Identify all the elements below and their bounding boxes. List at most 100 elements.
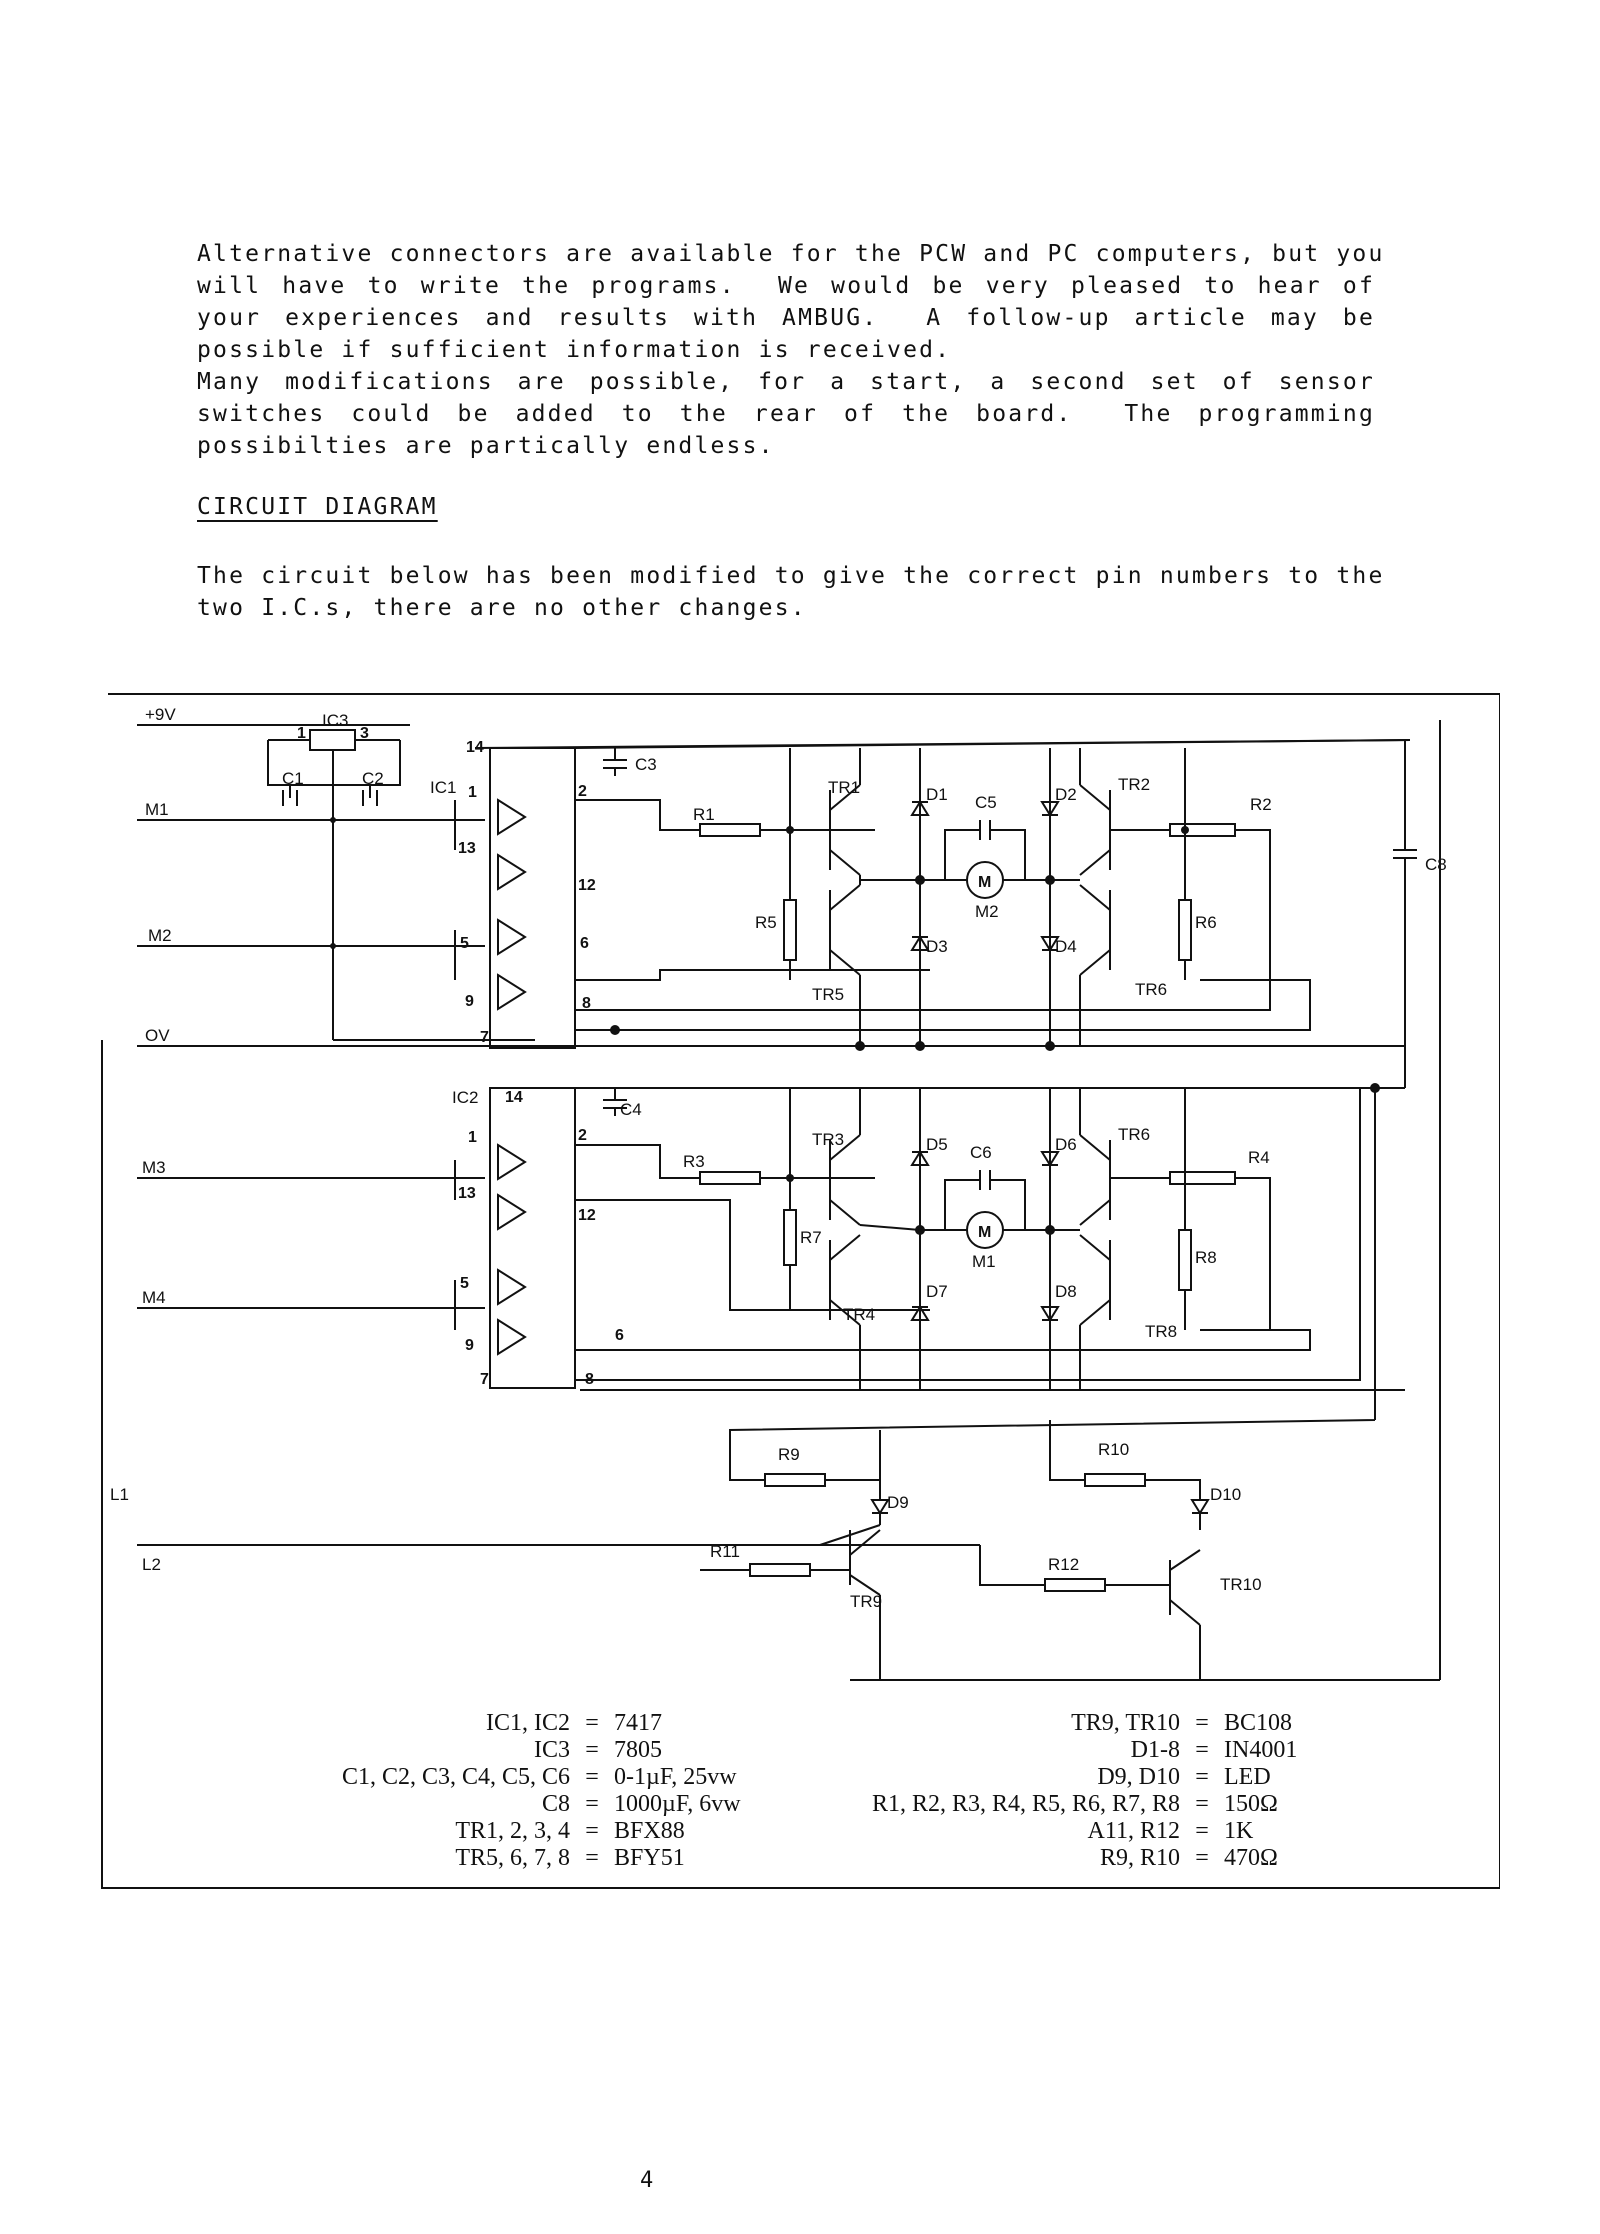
part-value: 150Ω <box>1224 1791 1278 1817</box>
label-tr2: TR2 <box>1118 775 1150 794</box>
label-c5: C5 <box>975 793 997 812</box>
parts-list-left: IC1, IC2=7417 IC3=7805 C1, C2, C3, C4, C… <box>270 1710 741 1872</box>
pin-ic1-14: 14 <box>466 739 484 756</box>
transistor-tr10 <box>1169 1549 1201 1680</box>
label-d8: D8 <box>1055 1282 1077 1301</box>
pin-ic3-3: 3 <box>360 725 369 742</box>
equals-sign: = <box>1195 1818 1209 1844</box>
equals-sign: = <box>585 1818 599 1844</box>
part-value: 0-1µF, 25vw <box>614 1764 737 1790</box>
label-l2: L2 <box>142 1555 161 1574</box>
ic1-gate-1 <box>497 798 527 836</box>
label-d10: D10 <box>1210 1485 1241 1504</box>
label-motor-symbol: M <box>978 1224 991 1241</box>
transistor-tr1 <box>829 748 861 876</box>
pin-ic1-9: 9 <box>465 993 474 1010</box>
part-label: TR9, TR10 <box>1071 1710 1180 1736</box>
diode-d2 <box>1040 801 1060 817</box>
label-r10: R10 <box>1098 1440 1129 1459</box>
label-r12: R12 <box>1048 1555 1079 1574</box>
label-m1: M1 <box>145 800 169 819</box>
parts-row: R9, R10=470Ω <box>780 1845 1297 1872</box>
label-c3: C3 <box>635 755 657 774</box>
ic1-gate-2 <box>497 853 527 891</box>
part-label: TR5, 6, 7, 8 <box>455 1845 570 1871</box>
text-line: two I.C.s, there are no other changes. <box>197 595 807 621</box>
transistor-tr5 <box>829 884 861 1046</box>
label-tr6: TR6 <box>1135 980 1167 999</box>
part-label: D1-8 <box>1130 1737 1180 1763</box>
label-ic3: IC3 <box>322 711 348 730</box>
part-value: BFY51 <box>614 1845 685 1871</box>
parts-row: D9, D10=LED <box>780 1764 1297 1791</box>
ic2-gate-4 <box>497 1318 527 1356</box>
label-r9: R9 <box>778 1445 800 1464</box>
label-c4: C4 <box>620 1100 642 1119</box>
parts-list-right: TR9, TR10=BC108 D1-8=IN4001 D9, D10=LED … <box>780 1710 1297 1872</box>
text-line: possibilties are partically endless. <box>197 433 775 459</box>
equals-sign: = <box>1195 1737 1209 1763</box>
text-line: Many modifications are possible, for a s… <box>197 369 1375 395</box>
pin-ic2-6: 6 <box>615 1327 624 1344</box>
transistor-tr2 <box>1079 748 1111 876</box>
pin-ic3-1: 1 <box>297 725 306 742</box>
part-label: C8 <box>541 1791 570 1817</box>
pin-ic1-1: 1 <box>468 784 477 801</box>
part-value: BC108 <box>1224 1710 1293 1736</box>
part-value: 7805 <box>614 1737 662 1763</box>
pin-ic1-2: 2 <box>578 783 587 800</box>
ic2-gate-2 <box>497 1193 527 1231</box>
part-label: C1, C2, C3, C4, C5, C6 <box>341 1764 570 1790</box>
transistor-tr6 <box>1079 884 1111 976</box>
ic2-chip <box>489 1087 576 1389</box>
pin-ic1-12: 12 <box>578 877 596 894</box>
parts-row: IC1, IC2=7417 <box>270 1710 741 1737</box>
transistor-tr9 <box>849 1529 881 1680</box>
label-tr3: TR3 <box>812 1130 844 1149</box>
label-d1: D1 <box>926 785 948 804</box>
label-d7: D7 <box>926 1282 948 1301</box>
label-r1: R1 <box>693 805 715 824</box>
text-line: your experiences and results with AMBUG.… <box>197 305 1375 331</box>
diode-d4 <box>1040 936 1060 952</box>
diode-d3 <box>910 935 930 951</box>
resistor-r3 <box>699 1171 761 1185</box>
part-value: LED <box>1224 1764 1271 1790</box>
pin-ic1-5: 5 <box>460 935 469 952</box>
pin-ic1-7: 7 <box>480 1029 489 1046</box>
diode-d6 <box>1040 1151 1060 1167</box>
part-label: IC1, IC2 <box>486 1710 570 1736</box>
ic1-gate-4 <box>497 973 527 1011</box>
label-tr1: TR1 <box>828 778 860 797</box>
equals-sign: = <box>585 1791 599 1817</box>
equals-sign: = <box>1195 1710 1209 1736</box>
transistor-tr4 <box>829 1234 861 1390</box>
equals-sign: = <box>585 1710 599 1736</box>
pin-ic2-13: 13 <box>458 1185 476 1202</box>
pin-ic2-2: 2 <box>578 1127 587 1144</box>
part-label: IC3 <box>534 1737 570 1763</box>
label-r11: R11 <box>710 1542 740 1561</box>
capacitor-c8 <box>1393 849 1417 859</box>
label-c8: C8 <box>1425 855 1447 874</box>
label-tr6-lower: TR6 <box>1118 1125 1150 1144</box>
circuit-diagram: +9V M1 M2 OV M3 M4 L1 L2 IC3 IC1 IC2 C1 … <box>101 693 1500 1889</box>
label-d3: D3 <box>926 937 948 956</box>
label-tr9: TR9 <box>850 1592 882 1611</box>
text-line: The circuit below has been modified to g… <box>197 563 1385 589</box>
equals-sign: = <box>1195 1764 1209 1790</box>
pin-ic2-7: 7 <box>480 1371 489 1388</box>
diode-d7 <box>910 1305 930 1321</box>
led-d10 <box>1190 1499 1210 1515</box>
label-motor-m2: M2 <box>975 902 999 921</box>
resistor-r9 <box>764 1473 826 1487</box>
label-d9: D9 <box>887 1493 909 1512</box>
equals-sign: = <box>585 1737 599 1763</box>
label-ov: OV <box>145 1026 170 1045</box>
equals-sign: = <box>585 1764 599 1790</box>
capacitor-c1 <box>282 785 298 806</box>
label-c2: C2 <box>362 769 384 788</box>
equals-sign: = <box>1195 1845 1209 1871</box>
label-motor-m1: M1 <box>972 1252 996 1271</box>
resistor-r5 <box>783 899 797 961</box>
